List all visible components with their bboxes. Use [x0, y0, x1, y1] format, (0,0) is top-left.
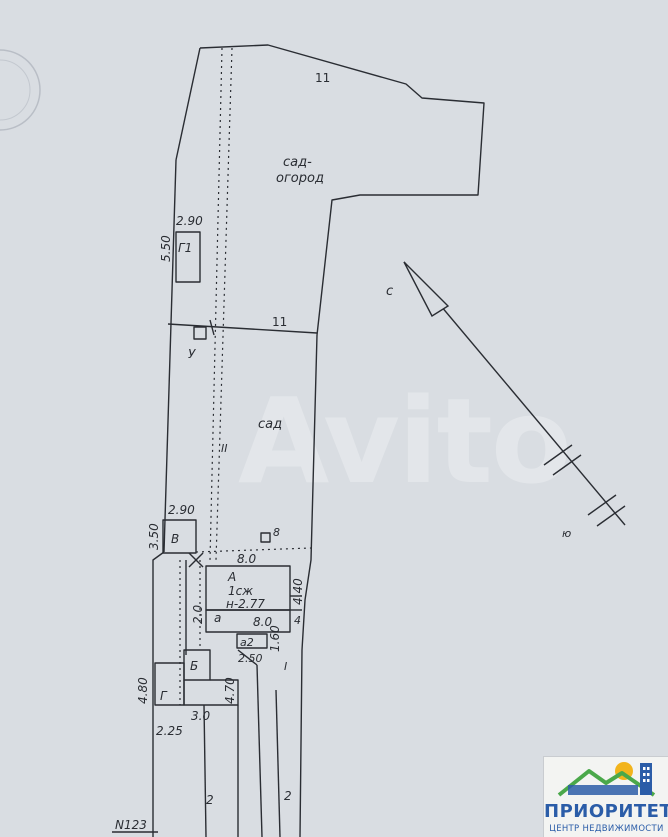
strip-join	[237, 649, 258, 666]
label-path: II	[221, 442, 228, 455]
dim-a-small-depth: 2.0	[191, 605, 205, 624]
building-v	[162, 519, 197, 554]
company-logo: ПРИОРИТЕТ ЦЕНТР НЕДВИЖИМОСТИ	[543, 756, 668, 837]
label-a-side: 4	[294, 614, 301, 627]
parcel-right-boundary-lower	[299, 334, 318, 837]
stamp-inner-circle	[0, 59, 31, 121]
logo-base-icon	[568, 785, 638, 795]
path-dotted-right	[215, 47, 233, 561]
annex-a2	[236, 633, 268, 649]
north-arrow-tick4	[596, 505, 626, 527]
strip-b-right	[275, 689, 281, 837]
dim-mid: 11	[272, 315, 287, 329]
dim-g1-width: 2.90	[176, 214, 203, 228]
logo-subtitle: ЦЕНТР НЕДВИЖИМОСТИ	[549, 824, 664, 834]
corner-cross-b	[188, 552, 204, 568]
dim-g1-height: 5.50	[159, 235, 173, 262]
label-lot-number: N123	[115, 818, 147, 832]
mid-boundary-line	[167, 323, 318, 334]
label-g1: Г1	[178, 241, 192, 255]
label-strip-left: 2	[206, 793, 214, 807]
stamp-circle	[0, 49, 41, 131]
logo-tower-icon	[640, 763, 652, 795]
label-garden-veg-1: сад-	[283, 155, 312, 170]
dim-v-height: 3.50	[147, 523, 161, 550]
label-garden: сад	[258, 417, 282, 432]
logo-house-icon	[557, 762, 656, 797]
label-a2: а2	[240, 636, 254, 649]
north-arrow-tick2	[552, 454, 582, 476]
building-b	[183, 649, 211, 681]
annex-a	[205, 609, 291, 633]
dim-top: 11	[315, 71, 330, 85]
building-g1	[175, 231, 201, 283]
dim-a2-depth: 1.60	[268, 625, 282, 652]
label-roman-one: I	[284, 660, 287, 673]
dim-g-height: 4.80	[136, 677, 150, 704]
label-south: ю	[562, 527, 571, 540]
dim-a-small-width: 8.0	[253, 615, 272, 629]
label-u: У	[188, 347, 196, 361]
box-u	[193, 326, 207, 340]
dim-a-width: 8.0	[237, 552, 256, 566]
parcel-left-boundary	[175, 47, 201, 161]
north-arrow-tick3	[587, 494, 617, 516]
left-strip-outer	[152, 551, 165, 837]
label-a: А	[227, 570, 236, 584]
dotted-cross-line	[195, 547, 312, 553]
label-strip-right: 2	[284, 789, 292, 803]
box-8	[260, 532, 271, 543]
label-a-small: а	[214, 611, 221, 625]
label-a-floors: 1сж	[228, 584, 253, 598]
label-g: Г	[160, 689, 168, 703]
dim-a-depth: 4.40	[291, 578, 305, 605]
label-garden-veg-2: огород	[276, 171, 324, 186]
dim-b-width: 3.0	[191, 709, 210, 723]
path-dotted-left	[209, 47, 223, 561]
strip-a-left	[203, 704, 207, 837]
dim-a2-width: 2.50	[238, 652, 263, 665]
label-north: с	[386, 284, 393, 299]
north-arrow-head	[403, 261, 450, 317]
north-arrow-tick1	[543, 444, 573, 466]
logo-brand: ПРИОРИТЕТ	[544, 801, 668, 822]
parcel-boundary-upper	[199, 44, 485, 336]
label-a-height: н-2.77	[226, 597, 265, 611]
label-b: Б	[190, 659, 198, 673]
label-v: В	[171, 532, 179, 546]
mid-cross-tick	[209, 319, 215, 336]
logo-roof-icon	[557, 769, 656, 797]
left-fence-line	[163, 159, 177, 553]
strip-b-left	[256, 664, 263, 837]
dim-v-width: 2.90	[168, 503, 195, 517]
label-well: 8	[273, 526, 280, 539]
dim-g-width: 2.25	[156, 724, 183, 738]
dim-b-depth: 4.70	[223, 677, 237, 704]
